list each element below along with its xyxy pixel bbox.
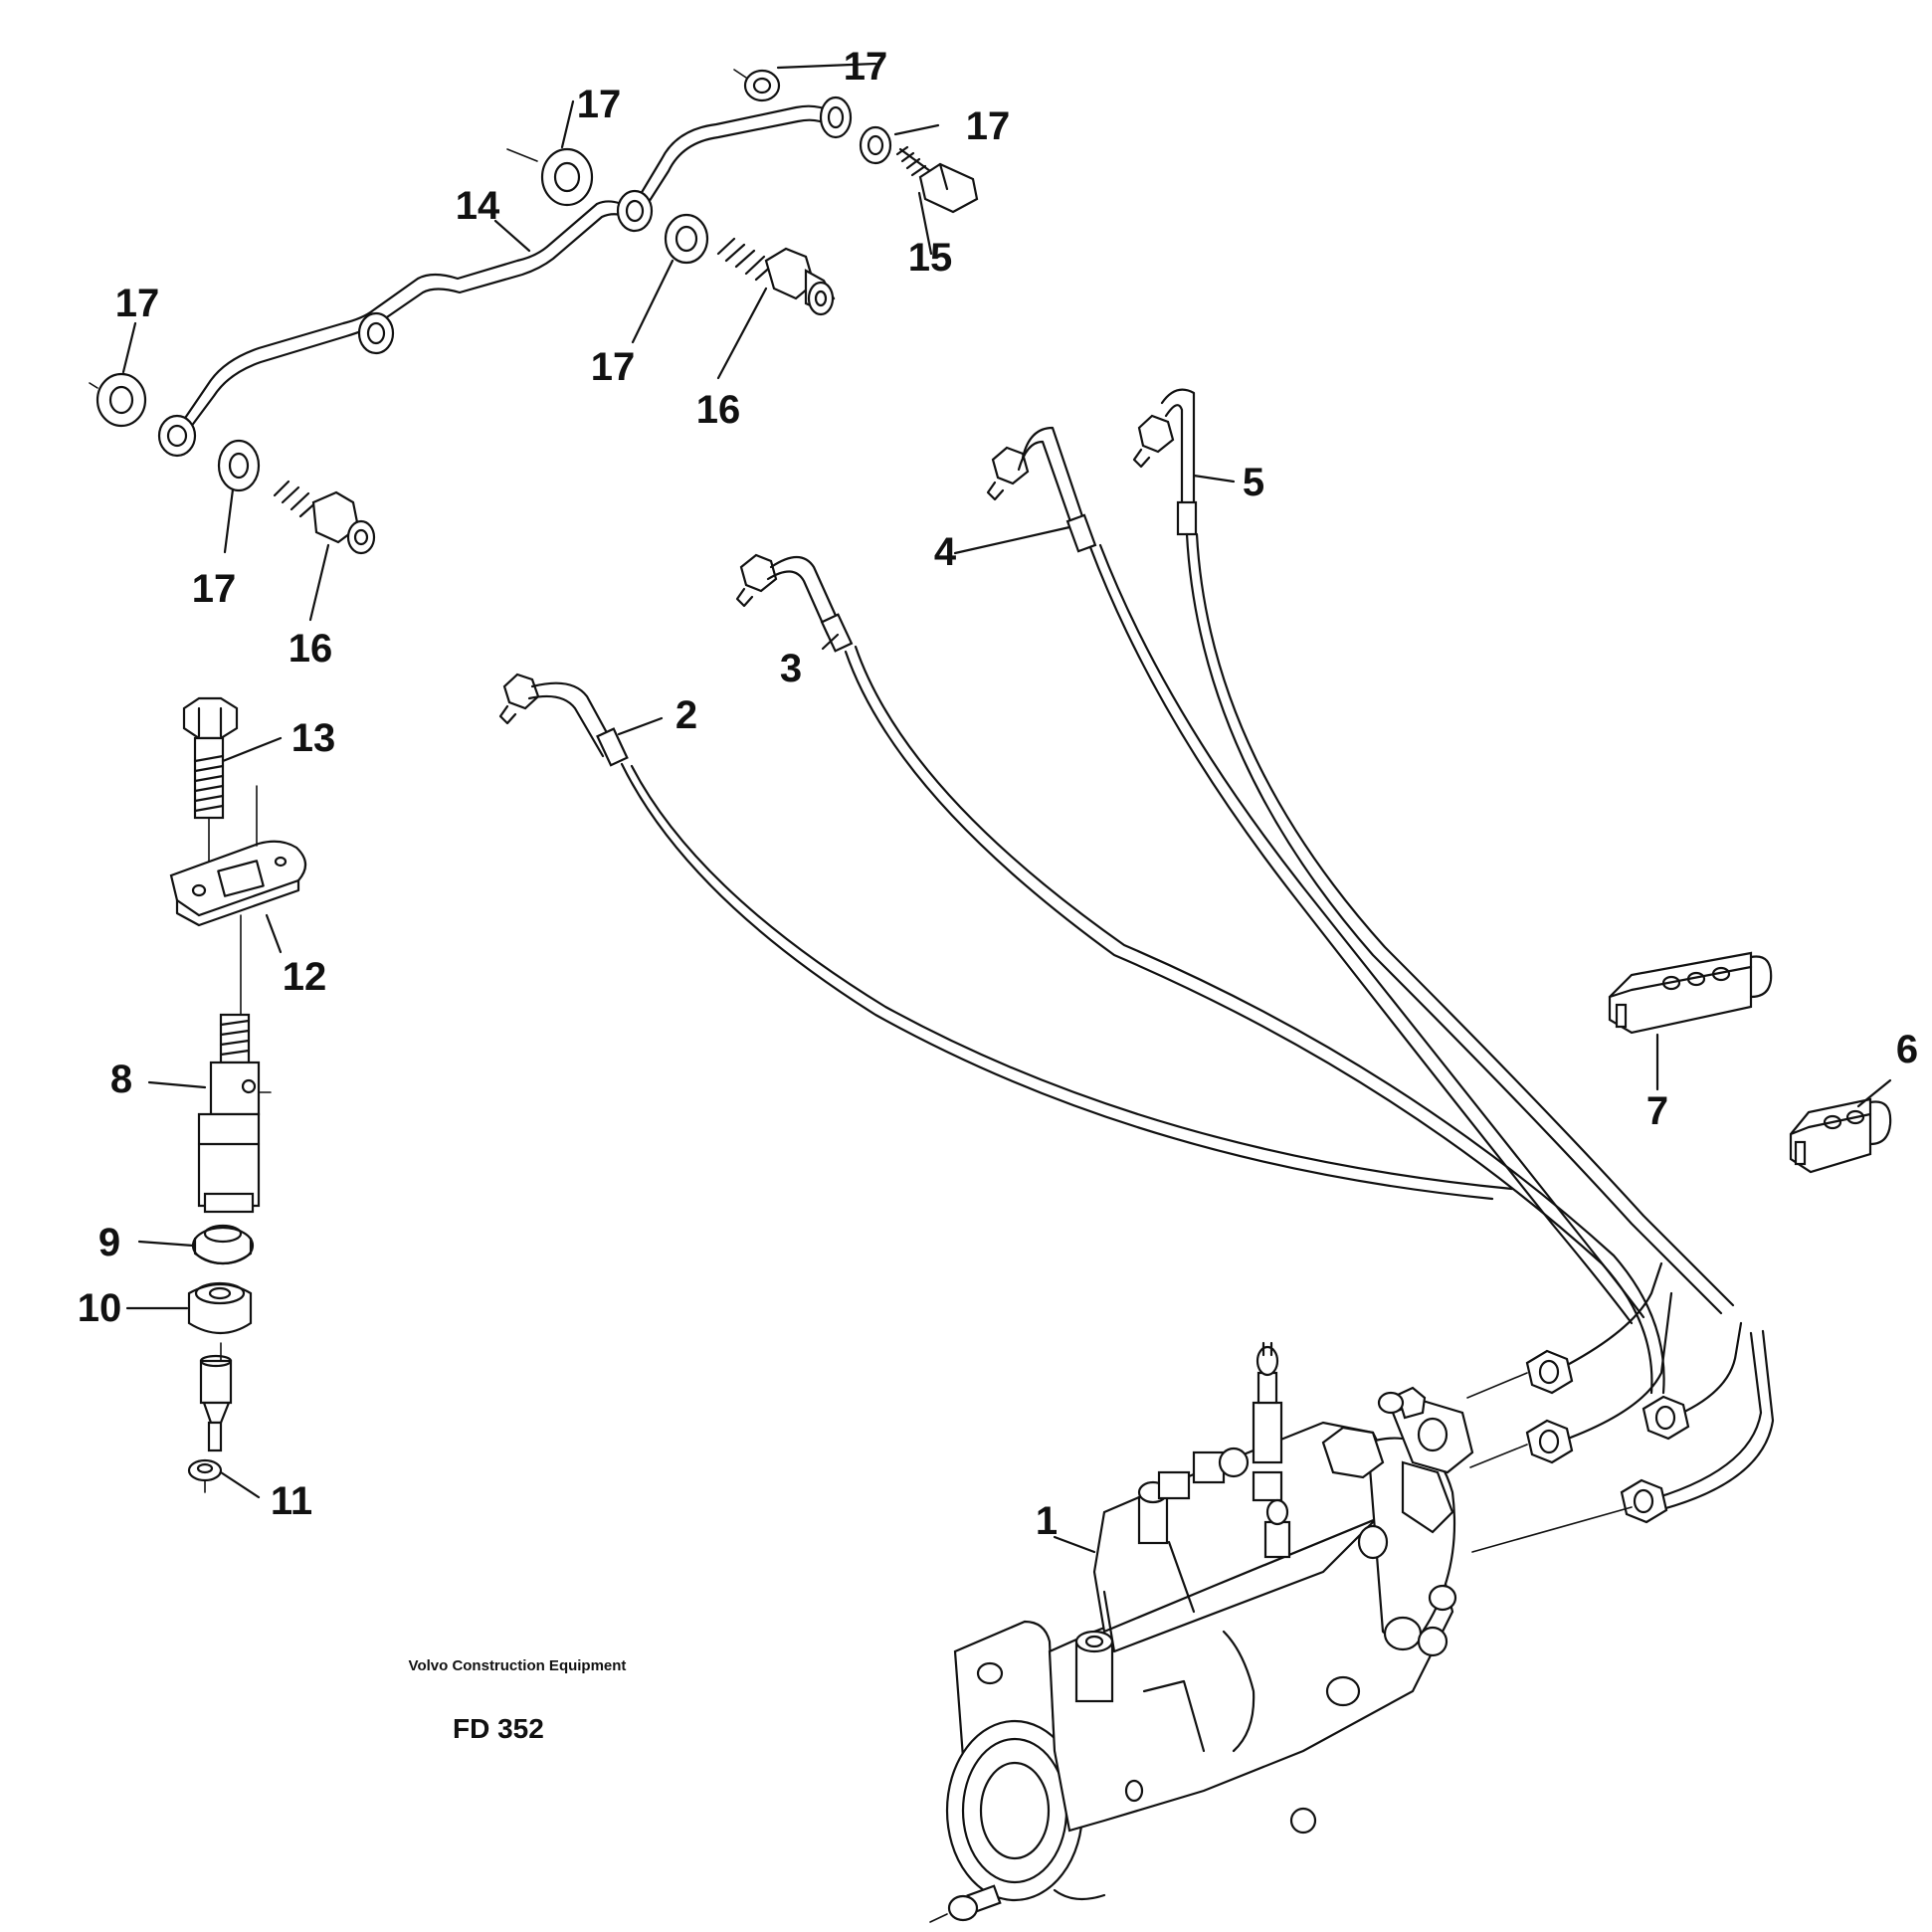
- pipe-union-nuts: [1466, 1261, 1775, 1553]
- label-15: 15: [908, 236, 953, 280]
- label-14: 14: [456, 184, 500, 228]
- label-9: 9: [98, 1221, 120, 1264]
- label-17: 17: [591, 345, 636, 389]
- banjo-bolt-15: [895, 145, 979, 214]
- leak-off-pipe-14: [157, 96, 853, 458]
- delivery-valve-16-upper: [716, 237, 836, 316]
- pipe-clamp-7: [1608, 951, 1773, 1035]
- label-12: 12: [283, 955, 327, 999]
- leader-lines: [121, 62, 1892, 1554]
- clamp-plate-12: [169, 785, 307, 1016]
- label-7: 7: [1646, 1089, 1668, 1133]
- injection-pipe-5: [1132, 388, 1735, 1315]
- label-3: 3: [780, 647, 802, 690]
- sleeve-10: [187, 1281, 253, 1334]
- label-16: 16: [289, 627, 333, 671]
- bolt-13: [182, 696, 239, 867]
- part-labels: 1 2 3 4 5 6 7 8 9 10 11 12 13 14 15 16 1…: [78, 45, 1918, 1543]
- copper-washer-17: [89, 69, 892, 492]
- nozzle-11: [187, 1342, 233, 1493]
- label-17: 17: [577, 83, 622, 126]
- injection-pipe-3: [735, 553, 1665, 1395]
- pipe-clamp-6: [1789, 1097, 1892, 1174]
- label-17: 17: [115, 282, 160, 325]
- injection-pipe-4: [986, 426, 1645, 1325]
- label-13: 13: [291, 716, 336, 760]
- injection-pump-1: [929, 1341, 1474, 1923]
- washer-9: [191, 1224, 255, 1265]
- label-17: 17: [192, 567, 237, 611]
- label-11: 11: [271, 1479, 312, 1523]
- label-5: 5: [1243, 461, 1264, 504]
- label-4: 4: [934, 530, 957, 574]
- label-2: 2: [676, 693, 697, 737]
- label-1: 1: [1036, 1499, 1058, 1543]
- injection-pipe-2: [498, 673, 1514, 1201]
- label-16: 16: [696, 388, 741, 432]
- injector-8: [197, 1013, 272, 1214]
- drawing-code: FD 352: [453, 1713, 544, 1744]
- delivery-valve-16-lower: [273, 480, 376, 555]
- manufacturer-caption: Volvo Construction Equipment: [408, 1657, 627, 1674]
- label-10: 10: [78, 1286, 122, 1330]
- label-6: 6: [1896, 1028, 1918, 1071]
- label-8: 8: [110, 1058, 132, 1101]
- label-17: 17: [966, 104, 1011, 148]
- label-17: 17: [844, 45, 888, 89]
